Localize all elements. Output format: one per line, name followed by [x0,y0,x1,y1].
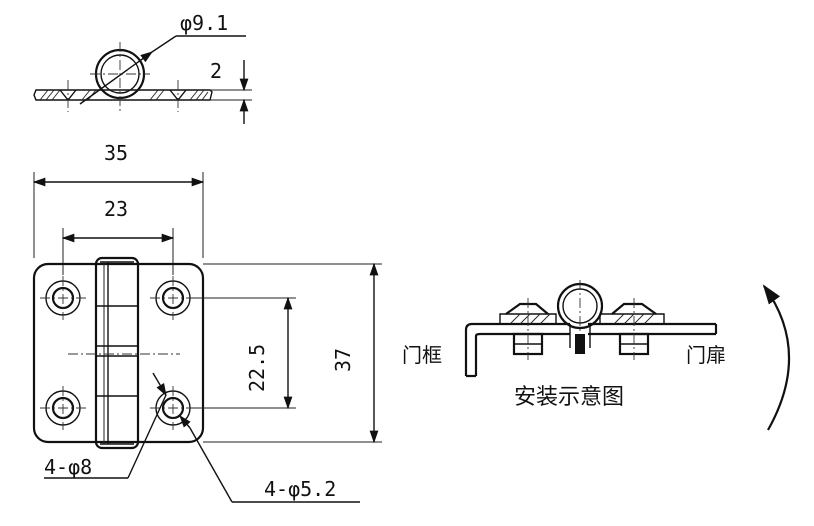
hole-pitch-label: 22.5 [245,344,269,392]
pin-diameter-label: φ9.1 [180,11,228,35]
installation-caption: 安装示意图 [514,385,624,410]
door-leaf-label: 门扉 [686,343,726,367]
hole-bottom-left [40,386,86,430]
hole-top-left [40,276,86,320]
overall-width-label: 35 [104,141,128,165]
installation-diagram [464,280,791,431]
hole-top-right [150,276,196,320]
door-frame-label: 门框 [402,343,442,367]
hole-bottom-right [150,386,196,430]
hole-span-label: 23 [104,197,128,221]
leaf-thickness-label: 2 [210,59,222,83]
side-view [33,35,252,124]
counterbore-diameter-label: 4-φ8 [44,455,92,479]
hole-diameter-label: 4-φ5.2 [264,477,336,501]
overall-height-label: 37 [331,348,355,372]
side-view-hatching [39,89,209,101]
front-view [32,172,382,503]
